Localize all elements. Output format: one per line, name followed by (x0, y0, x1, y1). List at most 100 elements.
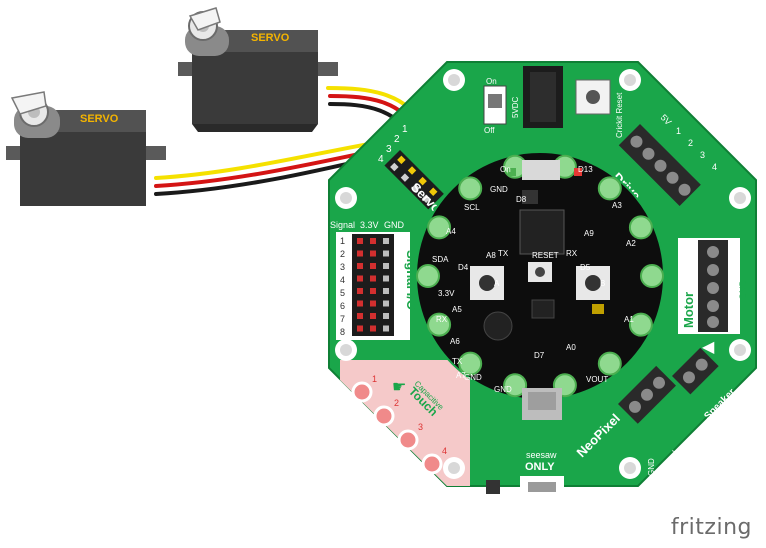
signal-pin (357, 325, 363, 332)
cpx-label: RESET (532, 251, 559, 260)
cpx-pad (458, 176, 483, 201)
power-area: On Off 5VDC Crickit Reset (483, 66, 624, 138)
cpx-label: GND (490, 185, 508, 194)
signal-pin (357, 263, 363, 269)
signal-col-33v: 3.3V (360, 220, 379, 230)
servo-num-3: 3 (386, 144, 392, 155)
signal-pin (370, 238, 376, 244)
cpx-pad (597, 176, 622, 201)
cpx-label: A5 (452, 305, 462, 314)
cpx-label: RX (566, 249, 578, 258)
touch-num-3: 3 (418, 422, 423, 432)
cpx-label: A6 (450, 337, 460, 346)
cpx-label: On (500, 165, 511, 174)
cpx-pad (458, 351, 483, 376)
cpx-label: A3 (612, 201, 622, 210)
signal-pin (370, 288, 376, 294)
signal-pin (383, 250, 389, 257)
cpx-label: A1 (624, 315, 634, 324)
signal-pin (357, 313, 363, 319)
cpx-label: 3.3V (438, 289, 455, 298)
signal-pin (357, 300, 363, 307)
cpx-label: RX (436, 315, 448, 324)
signal-pin (357, 250, 363, 257)
capacitive-touch: 1 2 3 4 ☛ Capacitive Touch (351, 374, 447, 475)
signal-row-7: 7 (340, 314, 345, 324)
signal-pin (370, 250, 376, 257)
speaker-icon: ◀ (702, 339, 715, 356)
signal-pin (383, 325, 389, 332)
cpx-label: D7 (534, 351, 545, 360)
motor-title: Motor (681, 292, 696, 328)
cpx-pad (628, 312, 653, 337)
neopixel-gnd: GND (647, 458, 656, 476)
touch-num-4: 4 (442, 446, 447, 456)
cpx-label: A0 (566, 343, 576, 352)
power-switch-on: On (486, 77, 497, 86)
signal-pin (383, 313, 389, 319)
cpx-label: VOUT (586, 375, 608, 384)
signal-pin (370, 325, 376, 332)
signal-row-8: 8 (340, 327, 345, 337)
signal-pin (383, 288, 389, 294)
power-switch-off: Off (484, 126, 495, 135)
cpx-pad (597, 351, 622, 376)
cpx-label: GND (494, 385, 512, 394)
signal-io-title: Signal I/O (404, 250, 419, 310)
cpx-label: A2 (626, 239, 636, 248)
signal-pin (357, 238, 363, 244)
touch-num-2: 2 (394, 398, 399, 408)
cpx-label: TX (452, 357, 463, 366)
signal-row-2: 2 (340, 249, 345, 259)
cpx-label: SCL (464, 203, 480, 212)
signal-row-6: 6 (340, 301, 345, 311)
seesaw-line2: ONLY (525, 461, 555, 473)
servo-left-label: SERVO (80, 113, 119, 125)
cpx-pad (416, 264, 440, 288)
cpx-pad (640, 264, 664, 288)
signal-col-gnd: GND (384, 220, 405, 230)
drive-num-2: 2 (688, 138, 693, 148)
signal-pin (370, 313, 376, 319)
signal-pin (370, 263, 376, 269)
cpx-pad (427, 312, 452, 337)
fritzing-logo: fritzing (670, 515, 752, 540)
signal-pin (357, 275, 363, 282)
signal-pin (357, 288, 363, 294)
cpx-pad (427, 215, 452, 240)
cpx-label: SDA (432, 255, 449, 264)
signal-row-5: 5 (340, 288, 345, 298)
cpx-label: A4 (446, 227, 456, 236)
signal-row-4: 4 (340, 275, 345, 285)
servo-left: SERVO (6, 91, 166, 206)
cpx-label: D13 (578, 165, 593, 174)
signal-row-1: 1 (340, 236, 345, 246)
signal-pin (383, 275, 389, 282)
drive-num-4: 4 (712, 162, 717, 172)
signal-io: Signal 3.3V GND Signal I/O 1 2 3 4 5 6 7… (330, 220, 419, 337)
cpx-label: D5 (580, 263, 591, 272)
touch-num-1: 1 (372, 374, 377, 384)
signal-pin (383, 263, 389, 269)
cpx-pad (628, 215, 653, 240)
cpx-label: A8 (486, 251, 496, 260)
cpx-label: A7 (456, 371, 466, 380)
servo-num-1: 1 (402, 124, 408, 135)
cpx-label: D4 (458, 263, 469, 272)
cpx-label: D8 (516, 195, 527, 204)
servo-top-label: SERVO (251, 32, 290, 44)
signal-row-3: 3 (340, 262, 345, 272)
signal-pin (370, 275, 376, 282)
drive-num-1: 1 (676, 126, 681, 136)
neopixel-5v: 5V (671, 450, 680, 460)
motor-terminal: Motor GND (678, 238, 748, 334)
cpx-label: TX (498, 249, 509, 258)
cpx-label: GND (464, 373, 482, 382)
cpx-label: A9 (584, 229, 594, 238)
cpx-pad (503, 373, 528, 398)
drive-num-3: 3 (700, 150, 705, 160)
motor-gnd: GND (738, 280, 748, 301)
seesaw-line1: seesaw (526, 450, 557, 460)
